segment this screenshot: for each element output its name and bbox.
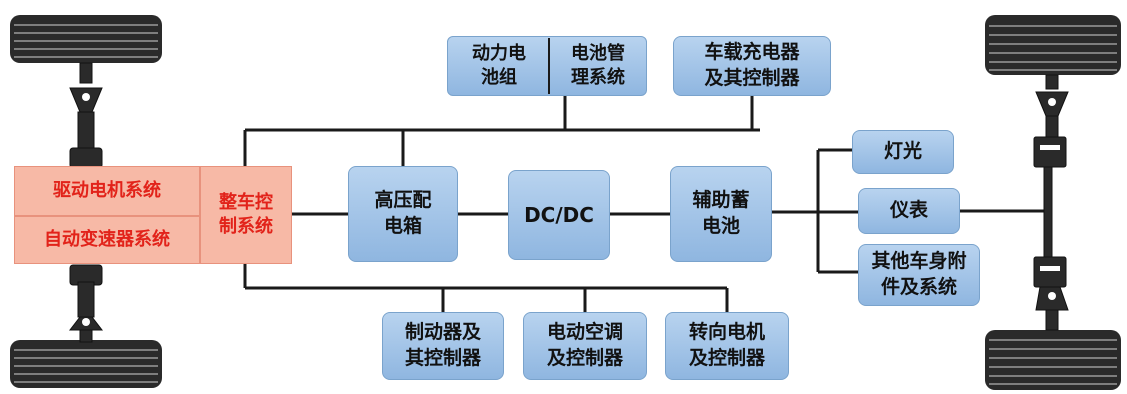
brake-controller-node: 制动器及 其控制器 — [382, 312, 504, 380]
body-accessories-node: 其他车身附 件及系统 — [858, 244, 980, 306]
electric-ac-controller-node: 电动空调 及控制器 — [523, 312, 647, 380]
battery-pack-bms-group — [447, 36, 647, 96]
high-voltage-pdu-node: 高压配 电箱 — [348, 166, 458, 262]
lights-node: 灯光 — [852, 130, 954, 174]
drive-motor-system-node: 驱动电机系统 — [14, 166, 200, 216]
steering-motor-controller-node: 转向电机 及控制器 — [665, 312, 789, 380]
left-axle-icon — [10, 15, 162, 388]
auxiliary-battery-node: 辅助蓄 电池 — [670, 166, 772, 262]
dcdc-converter-node: DC/DC — [508, 170, 610, 260]
onboard-charger-node: 车载充电器 及其控制器 — [673, 36, 831, 96]
power-battery-pack-node: 动力电 池组 — [472, 42, 526, 88]
split-divider — [548, 38, 550, 94]
instruments-node: 仪表 — [858, 188, 960, 234]
auto-transmission-system-node: 自动变速器系统 — [14, 216, 200, 264]
vehicle-control-system-node: 整车控 制系统 — [200, 166, 292, 264]
battery-management-system-node: 电池管 理系统 — [571, 42, 625, 88]
right-axle-icon — [985, 15, 1121, 390]
